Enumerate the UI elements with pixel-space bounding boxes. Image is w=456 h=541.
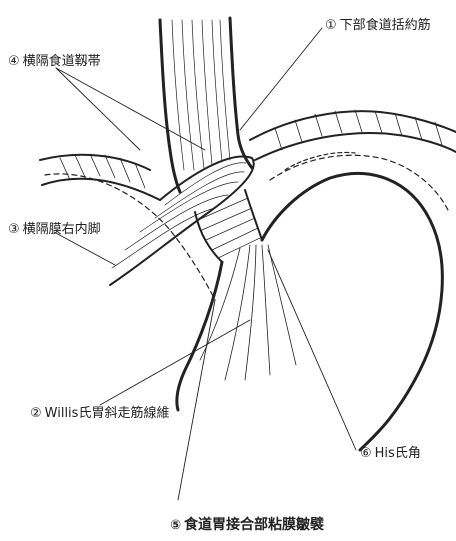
diaphragm-right-lower — [255, 133, 456, 160]
right-crus-band — [110, 156, 254, 285]
leader-lines — [54, 28, 356, 500]
diaphragm-left-hatching — [60, 154, 145, 188]
stomach-lesser-curve — [177, 262, 222, 410]
fundus-dashed — [285, 152, 355, 170]
right-crus-fibers — [112, 163, 246, 268]
diaphragm-left-upper — [40, 155, 150, 170]
esophagus-right-wall — [230, 18, 252, 168]
esophagus-left-wall — [160, 20, 180, 192]
willis-oblique-fibers — [200, 245, 296, 380]
les-ring-right — [245, 190, 262, 240]
stomach-his-angle — [262, 173, 442, 450]
diaphragm-right-hatching — [275, 110, 442, 150]
diaphragm-right-upper — [250, 111, 456, 140]
